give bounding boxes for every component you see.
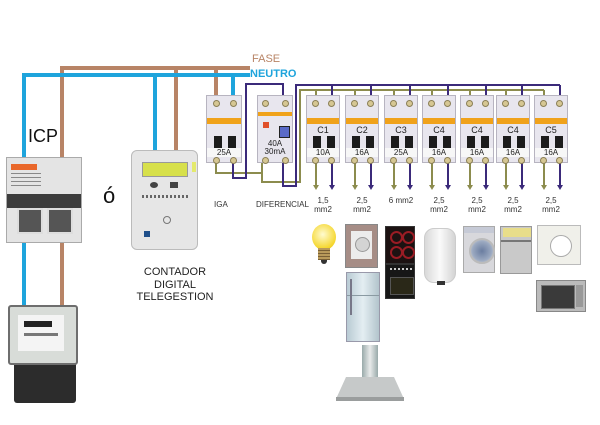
- cable-section-unit: mm2: [430, 205, 448, 215]
- differential-label: DIFERENCIAL: [256, 200, 309, 209]
- arrow-icon: [429, 185, 435, 190]
- circuit-name: C2: [356, 125, 368, 135]
- cable-section-unit: mm2: [468, 205, 486, 215]
- arrow-icon: [557, 185, 563, 190]
- circuit-name: C4: [433, 125, 445, 135]
- circuit-name: C4: [507, 125, 519, 135]
- cable-section-value: 2,5: [356, 196, 368, 205]
- extractor-hood-icon: [336, 345, 404, 403]
- circuit-cable-section: 6 mm2: [378, 196, 424, 205]
- arrow-icon: [368, 185, 374, 190]
- oven-icon: [385, 264, 415, 299]
- arrow-icon: [313, 185, 319, 190]
- arrow-icon: [445, 185, 451, 190]
- circuit-rating: 16A: [346, 148, 378, 157]
- arrow-icon: [329, 185, 335, 190]
- cable-section-value: 6 mm2: [388, 196, 414, 205]
- circuit-name: C1: [317, 125, 329, 135]
- cable-section-value: 2,5: [433, 196, 445, 205]
- circuit-name: C4: [471, 125, 483, 135]
- digital-meter-label: CONTADOR DIGITAL TELEGESTION: [120, 266, 230, 304]
- cable-section-value: 2,5: [507, 196, 519, 205]
- fridge-icon: [346, 272, 380, 342]
- cable-section-value: 2,5: [545, 196, 557, 205]
- differential-rating: 40A: [267, 139, 283, 148]
- circuit-rating: 16A: [497, 148, 529, 157]
- or-label: ó: [103, 183, 116, 208]
- arrow-icon: [467, 185, 473, 190]
- digital-meter-label-line2: DIGITAL: [154, 278, 196, 291]
- iga-rating: 25A: [207, 148, 241, 157]
- circuit-breaker-2: C2 16A: [345, 95, 379, 164]
- analog-energy-meter: [8, 305, 78, 403]
- neutral-label: NEUTRO: [250, 68, 297, 80]
- icp-breaker: [6, 157, 82, 243]
- arrow-icon: [519, 185, 525, 190]
- digital-meter-label-line1: CONTADOR: [143, 266, 207, 278]
- circuit-name: C3: [395, 125, 407, 135]
- differential-breaker: 40A 30mA: [257, 95, 293, 164]
- digital-smart-meter: [131, 150, 198, 250]
- washing-machine-icon: [463, 226, 495, 273]
- ceramic-hob-icon: [385, 226, 415, 264]
- circuit-breaker-3: C3 25A: [384, 95, 418, 164]
- circuit-rating: 16A: [461, 148, 493, 157]
- circuit-rating: 25A: [385, 148, 417, 157]
- phase-label: FASE: [252, 53, 281, 65]
- iga-breaker: 25A: [206, 95, 242, 164]
- cable-section-value: 2,5: [471, 196, 483, 205]
- phase-bus: [261, 89, 544, 183]
- arrow-icon: [352, 185, 358, 190]
- circuit-breaker-7: C5 16A: [534, 95, 568, 164]
- light-bulb-icon: [310, 224, 338, 268]
- wall-socket-c2-icon: [345, 224, 378, 268]
- cable-section-unit: mm2: [542, 205, 560, 215]
- cable-section-unit: mm2: [314, 205, 332, 215]
- circuit-rating: 16A: [423, 148, 455, 157]
- circuit-breaker-4: C4 16A: [422, 95, 456, 164]
- water-heater-icon: [424, 228, 456, 285]
- dishwasher-icon: [500, 226, 532, 274]
- microwave-icon: [536, 280, 586, 312]
- circuit-breaker-5: C4 16A: [460, 95, 494, 164]
- neutral-bus: [282, 84, 560, 187]
- circuit-bus: [261, 84, 561, 187]
- icp-label: ICP: [28, 126, 59, 146]
- cable-section-value: 1,5: [317, 196, 329, 205]
- arrow-icon: [503, 185, 509, 190]
- cable-section-unit: mm2: [353, 205, 371, 215]
- arrow-icon: [483, 185, 489, 190]
- arrow-icon: [541, 185, 547, 190]
- circuit-output-wires: [313, 163, 563, 190]
- circuit-breaker-1: C1 10A: [306, 95, 340, 164]
- circuit-breaker-6: C4 16A: [496, 95, 530, 164]
- arrow-icon: [391, 185, 397, 190]
- iga-label: IGA: [214, 200, 228, 209]
- arrow-icon: [407, 185, 413, 190]
- circuit-rating: 10A: [307, 148, 339, 157]
- cable-section-unit: mm2: [504, 205, 522, 215]
- differential-sensitivity: 30mA: [264, 147, 286, 156]
- circuit-rating: 16A: [535, 148, 567, 157]
- circuit-name: C5: [545, 125, 557, 135]
- wall-socket-c5-icon: [537, 225, 581, 265]
- digital-meter-label-line3: TELEGESTION: [136, 291, 214, 304]
